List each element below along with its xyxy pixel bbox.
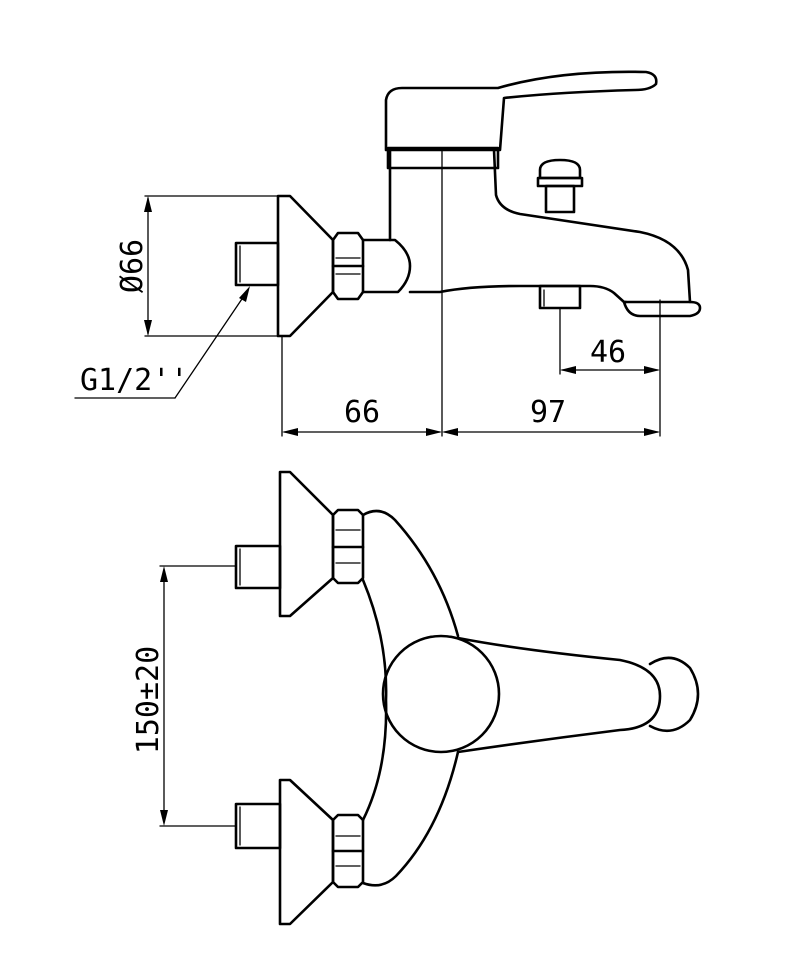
side-lever-handle [384, 70, 658, 152]
spacing-label: 150±20 [131, 646, 166, 754]
top-upper-escutcheon [278, 470, 335, 618]
dim-97: 97 [442, 395, 660, 436]
top-lower-thread-stub [234, 802, 282, 850]
dim-46: 46 [560, 335, 660, 374]
top-upper-hex-nut [331, 508, 365, 585]
top-view: 150±20 [131, 470, 700, 926]
width-46-label: 46 [590, 335, 626, 370]
top-upper-thread-stub [234, 544, 282, 590]
side-escutcheon [276, 194, 335, 338]
side-cartridge-collar [386, 146, 500, 170]
top-lever-arm [456, 636, 662, 754]
top-upper-inlet [234, 470, 365, 618]
side-diverter-knob [536, 158, 584, 214]
dim-spacing: 150±20 [131, 565, 237, 827]
top-mixer-body [361, 509, 460, 887]
dim-diameter: Ø66 [115, 196, 152, 336]
top-lower-escutcheon [278, 778, 335, 926]
top-lever-circle [381, 634, 501, 754]
top-spout-end [648, 656, 700, 733]
top-lower-inlet [234, 778, 365, 926]
side-hex-nut [331, 231, 365, 301]
side-thread-stub [234, 241, 280, 287]
side-view: Ø66 G1/2'' 46 66 97 [74, 70, 702, 437]
dim-66: 66 [282, 395, 442, 436]
side-connector-arm [361, 238, 412, 294]
dim-thread-leader: G1/2'' [74, 286, 250, 399]
thread-label: G1/2'' [80, 363, 188, 398]
width-97-label: 97 [530, 395, 566, 430]
diameter-label: Ø66 [115, 239, 150, 293]
width-66-label: 66 [344, 395, 380, 430]
side-spout-outlet [622, 300, 702, 318]
side-outlet-nipple [538, 284, 582, 310]
